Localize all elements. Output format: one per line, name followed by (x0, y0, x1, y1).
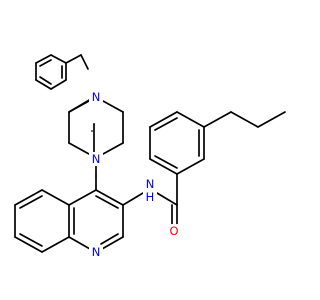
bond (39, 59, 52, 67)
bond (101, 236, 124, 250)
bond (35, 54, 52, 64)
bond (14, 189, 43, 206)
bond (65, 54, 82, 64)
atom-carbonyl-o: O (167, 224, 181, 238)
bond (102, 100, 124, 113)
bond (156, 192, 178, 206)
bond (19, 195, 43, 209)
bond (14, 236, 43, 253)
bond (68, 100, 90, 113)
atom-label-n: N (146, 177, 155, 191)
atom-label-h: H (146, 190, 155, 204)
atom-label-n: N (92, 152, 101, 166)
bond (149, 111, 178, 128)
atom-piperazine-n-bottom: N (89, 152, 103, 166)
molecule-diagram: N N N H O N (14, 54, 286, 259)
bond (50, 54, 67, 64)
bond (68, 142, 90, 155)
bond (41, 189, 70, 206)
bond (154, 117, 178, 131)
atom-label-n: N (92, 245, 101, 259)
bond (176, 111, 205, 128)
bond (68, 236, 91, 250)
bond (80, 54, 89, 70)
bond (230, 111, 259, 128)
atom-label-n: N (92, 90, 101, 104)
bond (95, 195, 119, 209)
bond (19, 233, 43, 247)
bond (257, 111, 286, 128)
bond (203, 111, 232, 128)
bond (154, 155, 178, 169)
bond (149, 158, 178, 175)
bond (102, 142, 124, 155)
bonds (14, 54, 286, 253)
bond (122, 192, 144, 206)
bond (41, 236, 70, 253)
bond (95, 189, 124, 206)
bond (176, 158, 205, 175)
atom-amide-nh: N H (143, 177, 157, 204)
bond (68, 189, 97, 206)
atom-piperazine-n-top: N (89, 90, 103, 104)
atom-quinoline-n: N (89, 245, 103, 259)
bond (100, 233, 119, 245)
bond (35, 79, 52, 90)
bond (50, 79, 67, 90)
atom-label-o: O (169, 224, 178, 238)
bond (39, 76, 52, 85)
atom-labels: N N N H O N (89, 90, 181, 259)
